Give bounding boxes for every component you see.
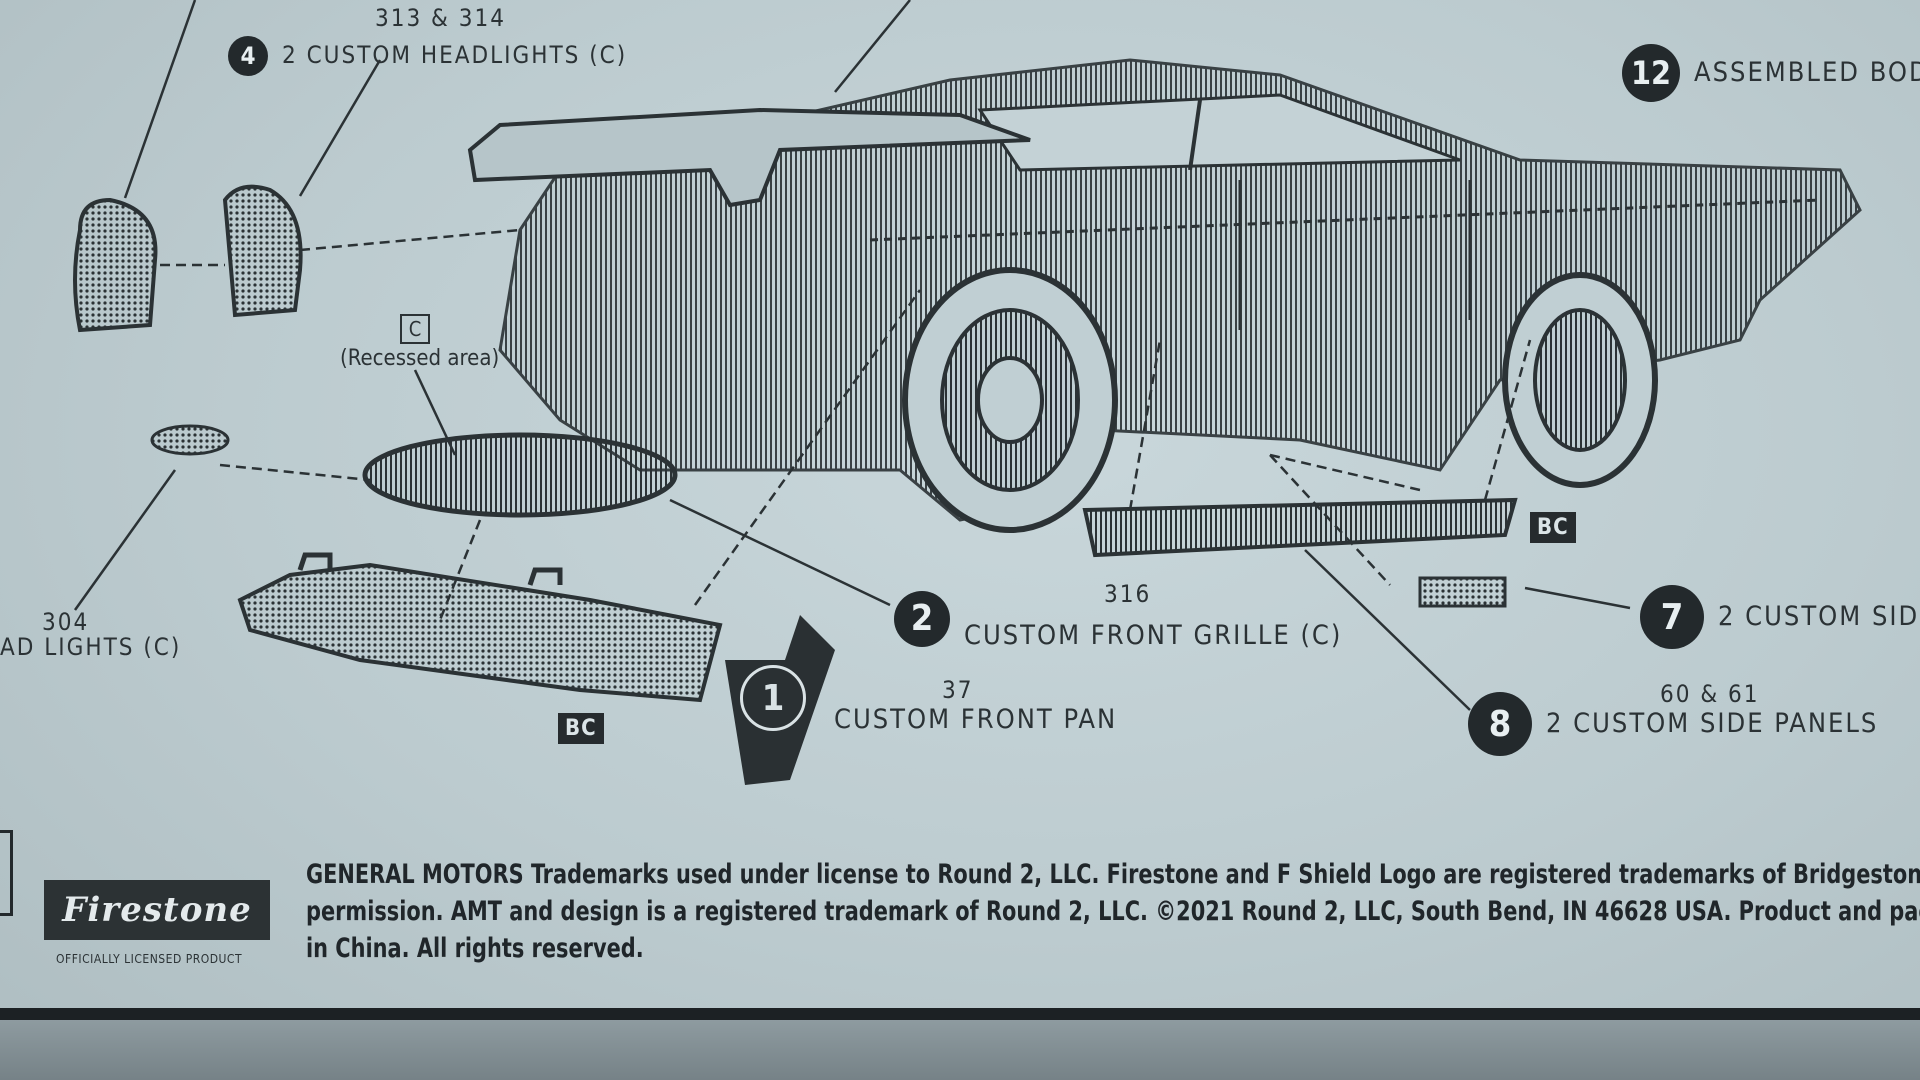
recessed-area-note: (Recessed area) <box>340 346 500 371</box>
hood-part <box>467 107 1031 208</box>
firestone-logo: Firestone <box>44 880 270 940</box>
step1-number-badge: 1 <box>740 665 806 731</box>
step1-part-number: 37 <box>942 676 974 704</box>
step8-callout: 8 2 CUSTOM SIDE PANELS <box>1468 692 1878 756</box>
bc-tag: BC <box>558 713 604 744</box>
step12-callout: 12 ASSEMBLED BOD <box>1622 44 1920 102</box>
edge-bracket <box>0 830 13 916</box>
recessed-code-box: C <box>400 314 430 344</box>
step8-label: 2 CUSTOM SIDE PANELS <box>1546 708 1879 740</box>
step12-label: ASSEMBLED BOD <box>1694 57 1920 89</box>
step4-callout: 4 2 CUSTOM HEADLIGHTS (C) <box>228 36 627 76</box>
front-grille-part <box>362 432 678 518</box>
side-panel-part <box>1082 497 1518 608</box>
step7-callout: 7 2 CUSTOM SID <box>1640 585 1919 649</box>
firestone-logo-subtitle: OFFICIALLY LICENSED PRODUCT <box>56 952 243 966</box>
step2-number-badge: 2 <box>894 590 950 647</box>
legal-line-2: permission. AMT and design is a register… <box>306 896 1920 927</box>
small-light-part <box>150 424 230 456</box>
legal-line-3: in China. All rights reserved. <box>306 933 644 964</box>
step8-part-numbers: 60 & 61 <box>1660 680 1760 708</box>
bottom-rule <box>0 1008 1920 1024</box>
legal-notice: GENERAL MOTORS Trademarks used under lic… <box>306 856 1920 967</box>
step4-part-numbers: 313 & 314 <box>375 4 506 32</box>
left-part-number: 304 <box>42 608 90 636</box>
step7-number-badge: 7 <box>1640 585 1704 649</box>
step12-number-badge: 12 <box>1622 44 1680 102</box>
step2-callout: 2 CUSTOM FRONT GRILLE (C) <box>894 586 1342 651</box>
step7-label: 2 CUSTOM SID <box>1718 601 1920 633</box>
leader-lines <box>73 0 1631 711</box>
front-wheel <box>902 267 1118 533</box>
step4-label: 2 CUSTOM HEADLIGHTS (C) <box>282 41 628 70</box>
front-pan-part <box>237 552 723 703</box>
step4-number-badge: 4 <box>228 36 268 76</box>
step1-label: CUSTOM FRONT PAN <box>834 704 1118 735</box>
headlight-bucket <box>73 184 303 333</box>
step2-label: CUSTOM FRONT GRILLE (C) <box>964 620 1343 651</box>
legal-line-1: GENERAL MOTORS Trademarks used under lic… <box>306 859 1920 890</box>
bc-tag: BC <box>1530 512 1576 543</box>
left-part-label: AD LIGHTS (C) <box>0 633 182 661</box>
step8-number-badge: 8 <box>1468 692 1532 756</box>
rear-wheel <box>1502 272 1658 488</box>
step2-part-number: 316 <box>1104 580 1152 608</box>
